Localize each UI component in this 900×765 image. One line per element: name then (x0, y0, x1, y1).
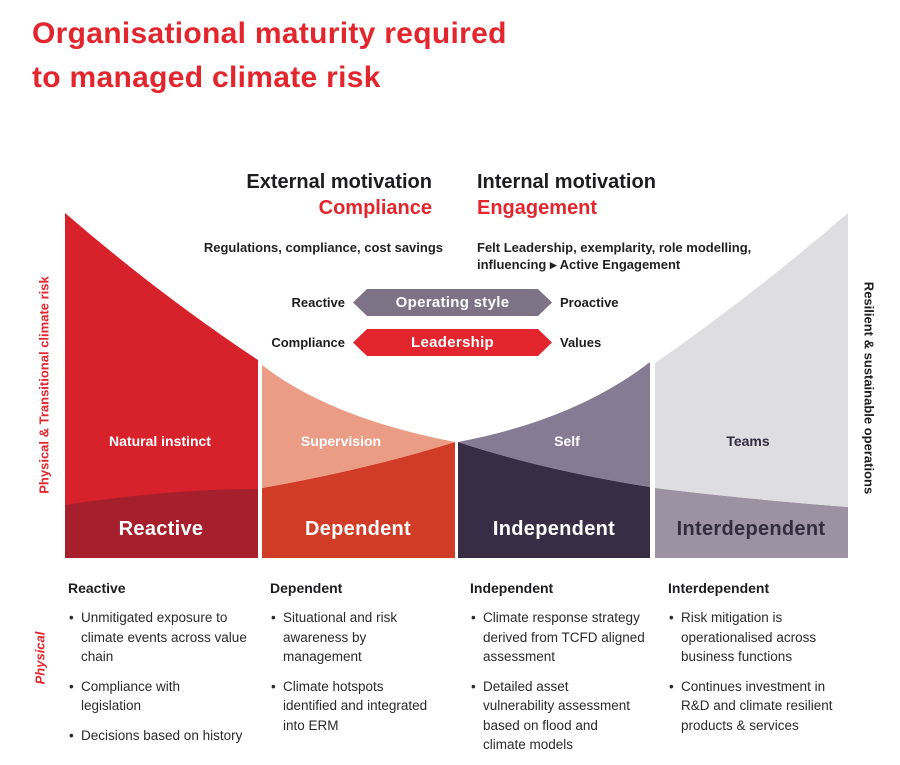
list-item: Situational and risk awareness by manage… (270, 608, 454, 667)
page-title-line1: Organisational maturity required (32, 17, 507, 50)
independent-driver-label: Self (554, 433, 580, 449)
interdependent-base-band (655, 488, 848, 558)
reactive-details-column: Reactive Unmitigated exposure to climate… (68, 580, 252, 755)
dependent-base-shape (262, 442, 455, 558)
independent-details-heading: Independent (470, 580, 554, 596)
dependent-details-heading: Dependent (270, 580, 343, 596)
operating-style-right-label: Proactive (560, 295, 619, 310)
dependent-driver-label: Supervision (300, 433, 382, 449)
interdependent-details-list: Risk mitigation is operationalised acros… (668, 608, 860, 735)
interdependent-wedge-shape (655, 213, 848, 507)
reactive-details-heading: Reactive (68, 580, 126, 596)
independent-stage-label: Independent (492, 518, 616, 540)
page-title: Organisational maturity required to mana… (32, 12, 507, 100)
leadership-right-label: Values (560, 335, 602, 350)
internal-motivation-tagline: Engagement (477, 197, 598, 219)
right-axis-label: Resilient & sustainable operations (861, 281, 877, 495)
page-title-line2: to managed climate risk (32, 61, 381, 94)
internal-motivation-title: Internal motivation (477, 171, 656, 193)
physical-axis-label: Physical (32, 631, 48, 685)
list-item: Decisions based on history (68, 726, 252, 746)
interdependent-stage-label: Interdependent (676, 518, 826, 540)
reactive-base-band (65, 489, 258, 558)
list-item: Detailed asset vulnerability assessment … (470, 677, 654, 755)
dependent-details-column: Dependent Situational and risk awareness… (270, 580, 454, 745)
independent-details-list: Climate response strategy derived from T… (470, 608, 654, 755)
list-item: Unmitigated exposure to climate events a… (68, 608, 252, 667)
external-motivation-tagline: Compliance (318, 197, 432, 219)
leadership-arrow-label: Leadership (410, 334, 495, 351)
interdependent-details-column: Interdependent Risk mitigation is operat… (668, 580, 860, 745)
reactive-wedge-shape (65, 213, 258, 558)
operating-style-arrow: Operating style (353, 289, 552, 316)
operating-style-left-label: Reactive (291, 295, 345, 310)
operating-style-arrow-label: Operating style (395, 294, 510, 311)
operating-style-spectrum: Reactive Operating style Proactive (0, 289, 900, 316)
left-axis-label: Physical & Transitional climate risk (36, 276, 52, 494)
reactive-details-list: Unmitigated exposure to climate events a… (68, 608, 252, 745)
interdependent-details-heading: Interdependent (668, 580, 770, 596)
leadership-left-label: Compliance (271, 335, 345, 350)
independent-base-shape (458, 442, 650, 558)
list-item: Compliance with legislation (68, 677, 252, 716)
external-motivation-title: External motivation (246, 171, 432, 193)
interdependent-driver-label: Teams (726, 433, 770, 449)
dependent-details-list: Situational and risk awareness by manage… (270, 608, 454, 735)
leadership-arrow: Leadership (353, 329, 552, 356)
independent-wedge-shape (458, 362, 650, 487)
dependent-wedge-shape (262, 365, 455, 488)
list-item: Climate response strategy derived from T… (470, 608, 654, 667)
external-motivation-description: Regulations, compliance, cost savings (203, 240, 443, 255)
internal-motivation-description: Felt Leadership, exemplarity, role model… (477, 240, 752, 272)
list-item: Continues investment in R&D and climate … (668, 677, 860, 736)
internal-motivation-heading: Internal motivation Engagement (477, 169, 777, 221)
list-item: Climate hotspots identified and integrat… (270, 677, 454, 736)
reactive-driver-label: Natural instinct (109, 433, 211, 449)
independent-details-column: Independent Climate response strategy de… (470, 580, 654, 765)
leadership-spectrum: Compliance Leadership Values (0, 329, 900, 356)
list-item: Risk mitigation is operationalised acros… (668, 608, 860, 667)
external-motivation-heading: External motivation Compliance (150, 169, 432, 221)
reactive-stage-label: Reactive (118, 518, 204, 540)
dependent-stage-label: Dependent (304, 518, 412, 540)
